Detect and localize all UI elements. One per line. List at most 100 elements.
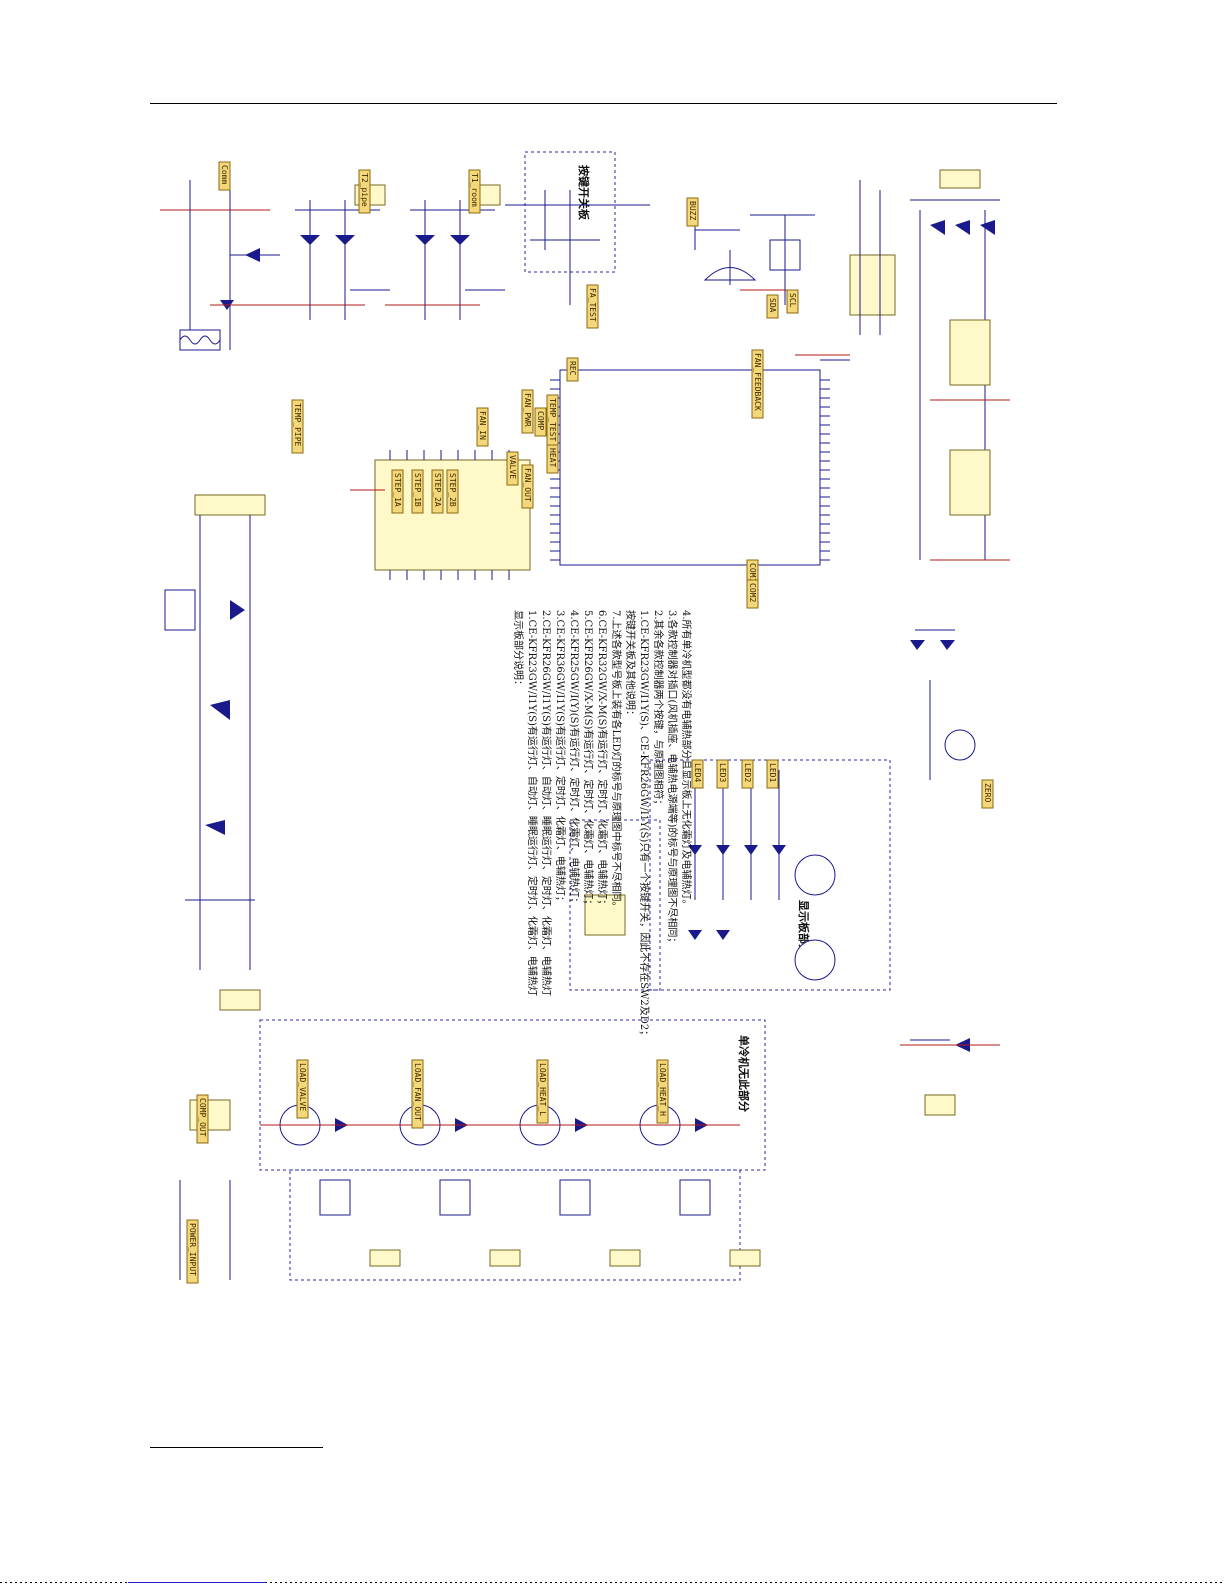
net-tag: STEP_2B [446,469,459,514]
bottom-dotted-line [0,1582,1225,1583]
bottom-link-underline [128,1582,266,1583]
svg-text:LED3: LED3 [718,763,727,782]
svg-text:LED4: LED4 [693,763,702,782]
eeprom-block [740,214,815,305]
net-tag: REC [566,357,579,382]
note-line: 4.CE-KFR25GW/I(Y)(S)有运行灯、定时灯、化霜灯、电辅热灯； [568,610,581,907]
net-tag: STEP_2A [431,469,444,514]
single-cool-label: 单冷机无此部分 [737,1035,751,1112]
net-tag: BUZZ [686,197,699,227]
note-line: 2.CE-KFR26GW/I1Y(S)有运行灯、自动灯、睡眠运行灯、定时灯、化霜… [540,610,553,996]
schematic-sheet: 按键开关板 [150,140,1030,1300]
net-tag: COMP [534,407,547,437]
net-tag: LED3 [716,759,729,789]
svg-text:LED1: LED1 [768,763,777,782]
net-tag: LED1 [766,759,779,789]
net-tag: VALVE [506,451,519,486]
svg-text:LOAD_FAN_OUT: LOAD_FAN_OUT [413,1063,422,1121]
net-tag: FAN_PWR [521,389,534,434]
svg-text:SDA: SDA [768,298,777,313]
note-line: 2.其余各款控制器两个按键，与原理图相符； [652,610,665,810]
svg-text:T2_pipe: T2_pipe [360,173,369,207]
net-tag: LOAD_FAN_OUT [411,1059,424,1129]
svg-text:FAN_IN: FAN_IN [478,411,487,440]
net-tag: FAN_OUT [521,464,534,509]
net-tag: STEP_1A [391,469,404,514]
switch-board-label: 按键开关板 [577,165,591,221]
note-line: 1.CE-KFR23GW/I1Y(S)、CE-KFR26GW/I1Y(S)只有一… [638,610,651,1040]
led-symbol [744,845,758,855]
footer-rule [150,1447,323,1448]
net-tag: COM2 [746,579,759,609]
note-line: 按键开关板及其他说明： [624,610,637,720]
net-tag: FAN_IN [476,407,489,447]
svg-text:BUZZ: BUZZ [688,201,697,220]
net-tag: LOAD_HEAT_H [656,1059,669,1124]
svg-text:STEP_2B: STEP_2B [448,473,457,507]
net-tag: Comm [218,161,231,191]
note-line: 显示板部分说明： [512,610,525,690]
net-tag: FAN_FEEDBACK [751,349,764,419]
fan-feedback-block [900,1038,1000,1116]
svg-text:ZERO: ZERO [983,783,992,802]
svg-text:REC: REC [568,361,577,376]
led-symbol [688,930,702,940]
svg-text:COMP_OUT: COMP_OUT [198,1098,207,1137]
note-line: 6.CE-KFR32GW/X-M(S)有运行灯、定时灯、化霜灯、电辅热灯； [596,610,609,909]
svg-text:COM1: COM1 [748,563,757,582]
net-tag: HEAT [546,444,559,474]
display-board: 显示板部分 [569,759,891,991]
svg-text:COMP: COMP [536,411,545,430]
notes-block: 显示板部分说明：1.CE-KFR23GW/I1Y(S)有运行灯、自动灯、睡眠运行… [512,610,693,1040]
net-tag: ZERO [981,779,994,809]
note-line: 4.所有单冷机型都没有电辅热部分且显示板上无化霜灯及电辅热灯。 [680,610,693,910]
fan-triac-block [164,494,266,1011]
mcu-block [550,354,850,566]
zero-cross-block [910,629,976,780]
header-rule [150,103,1057,104]
note-line: 1.CE-KFR23GW/I1Y(S)有运行灯、自动灯、睡眠运行灯、定时灯、化霜… [526,610,539,996]
svg-text:FAN_FEEDBACK: FAN_FEEDBACK [753,353,762,411]
load-connector [729,1249,761,1267]
net-tag: LOAD_VALVE [296,1059,309,1119]
schematic-drawing: 按键开关板 [160,151,1010,1284]
svg-text:LOAD_VALVE: LOAD_VALVE [298,1063,307,1111]
net-tag: COMP_OUT [196,1094,209,1144]
svg-text:LOAD_HEAT_H: LOAD_HEAT_H [658,1063,667,1116]
net-tag: T2_pipe [358,169,371,214]
net-tag: T1_room [468,169,481,214]
note-line: 3.CE-KFR36GW/I1Y(S)有运行灯、定时灯、化霜灯、电辅热灯； [554,610,567,906]
net-tag: LOAD_HEAT_L [536,1059,549,1124]
load-connector [609,1249,641,1267]
svg-text:COM2: COM2 [748,583,757,602]
relay-coil [439,1179,471,1216]
relay-coil [559,1179,591,1216]
relay-coil [679,1179,711,1216]
svg-text:STEP_1B: STEP_1B [413,473,422,507]
net-tag: POWER_INPUT [186,1219,199,1284]
net-tag: TEMP_PIPE [291,399,304,454]
svg-text:T1_room: T1_room [470,173,479,207]
switch-board: 按键开关板 [505,151,650,305]
buzzer-block [694,210,757,285]
ct-block [160,180,280,351]
note-line: 3.各款控制器对插口(风机插座、电辅热电源端等)的标号与原理图不尽相同； [666,610,679,947]
net-tag: SDA [766,294,779,319]
load-connector [489,1249,521,1267]
note-line: 5.CE-KFR26GW/X-M(S)有运行灯、定时灯、化霜灯、电辅热灯； [582,610,595,909]
note-line: 7.上述各款型号板上装有各LED灯的标号与原理图中标号不尽相同。 [610,610,623,912]
power-supply-block [849,169,1010,561]
net-tag: LED4 [691,759,704,789]
net-tag: SCL [786,289,799,314]
net-tag: STEP_1B [411,469,424,514]
svg-text:FAN_OUT: FAN_OUT [523,468,532,502]
svg-text:TEMP_TEST: TEMP_TEST [548,398,557,442]
svg-text:POWER_INPUT: POWER_INPUT [188,1223,197,1276]
svg-text:HEAT: HEAT [548,448,557,467]
t2-pipe-block [265,184,390,320]
led-symbol [716,845,730,855]
svg-text:STEP_2A: STEP_2A [433,473,442,507]
net-tag: TEMP_TEST [546,394,559,449]
relay-section: 单冷机无此部分 [179,1019,766,1281]
svg-text:Comm: Comm [220,165,229,184]
